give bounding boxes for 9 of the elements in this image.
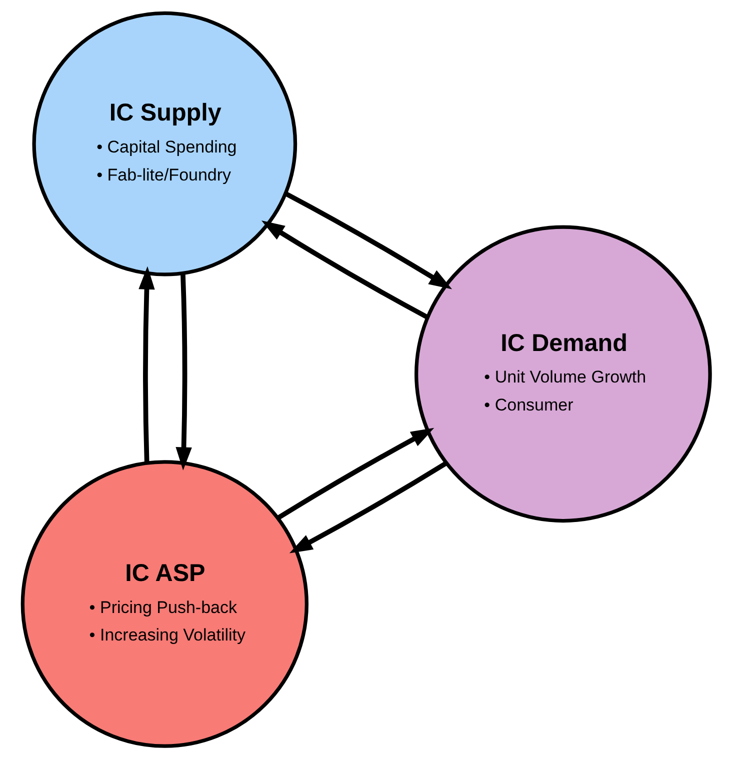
- node-circle: IC ASP • Pricing Push-back • Increasing Volatility: [20, 460, 308, 748]
- arrow: [288, 461, 447, 554]
- arrow: [138, 266, 154, 464]
- arrow: [284, 192, 452, 290]
- arrow: [276, 428, 434, 520]
- arrow: [260, 220, 428, 320]
- node-circle: IC Supply • Capital Spending • Fab-lite/Foundry: [32, 11, 297, 276]
- node-circle: IC Demand • Unit Volume Growth • Consumer: [414, 225, 712, 523]
- arrow: [175, 273, 192, 470]
